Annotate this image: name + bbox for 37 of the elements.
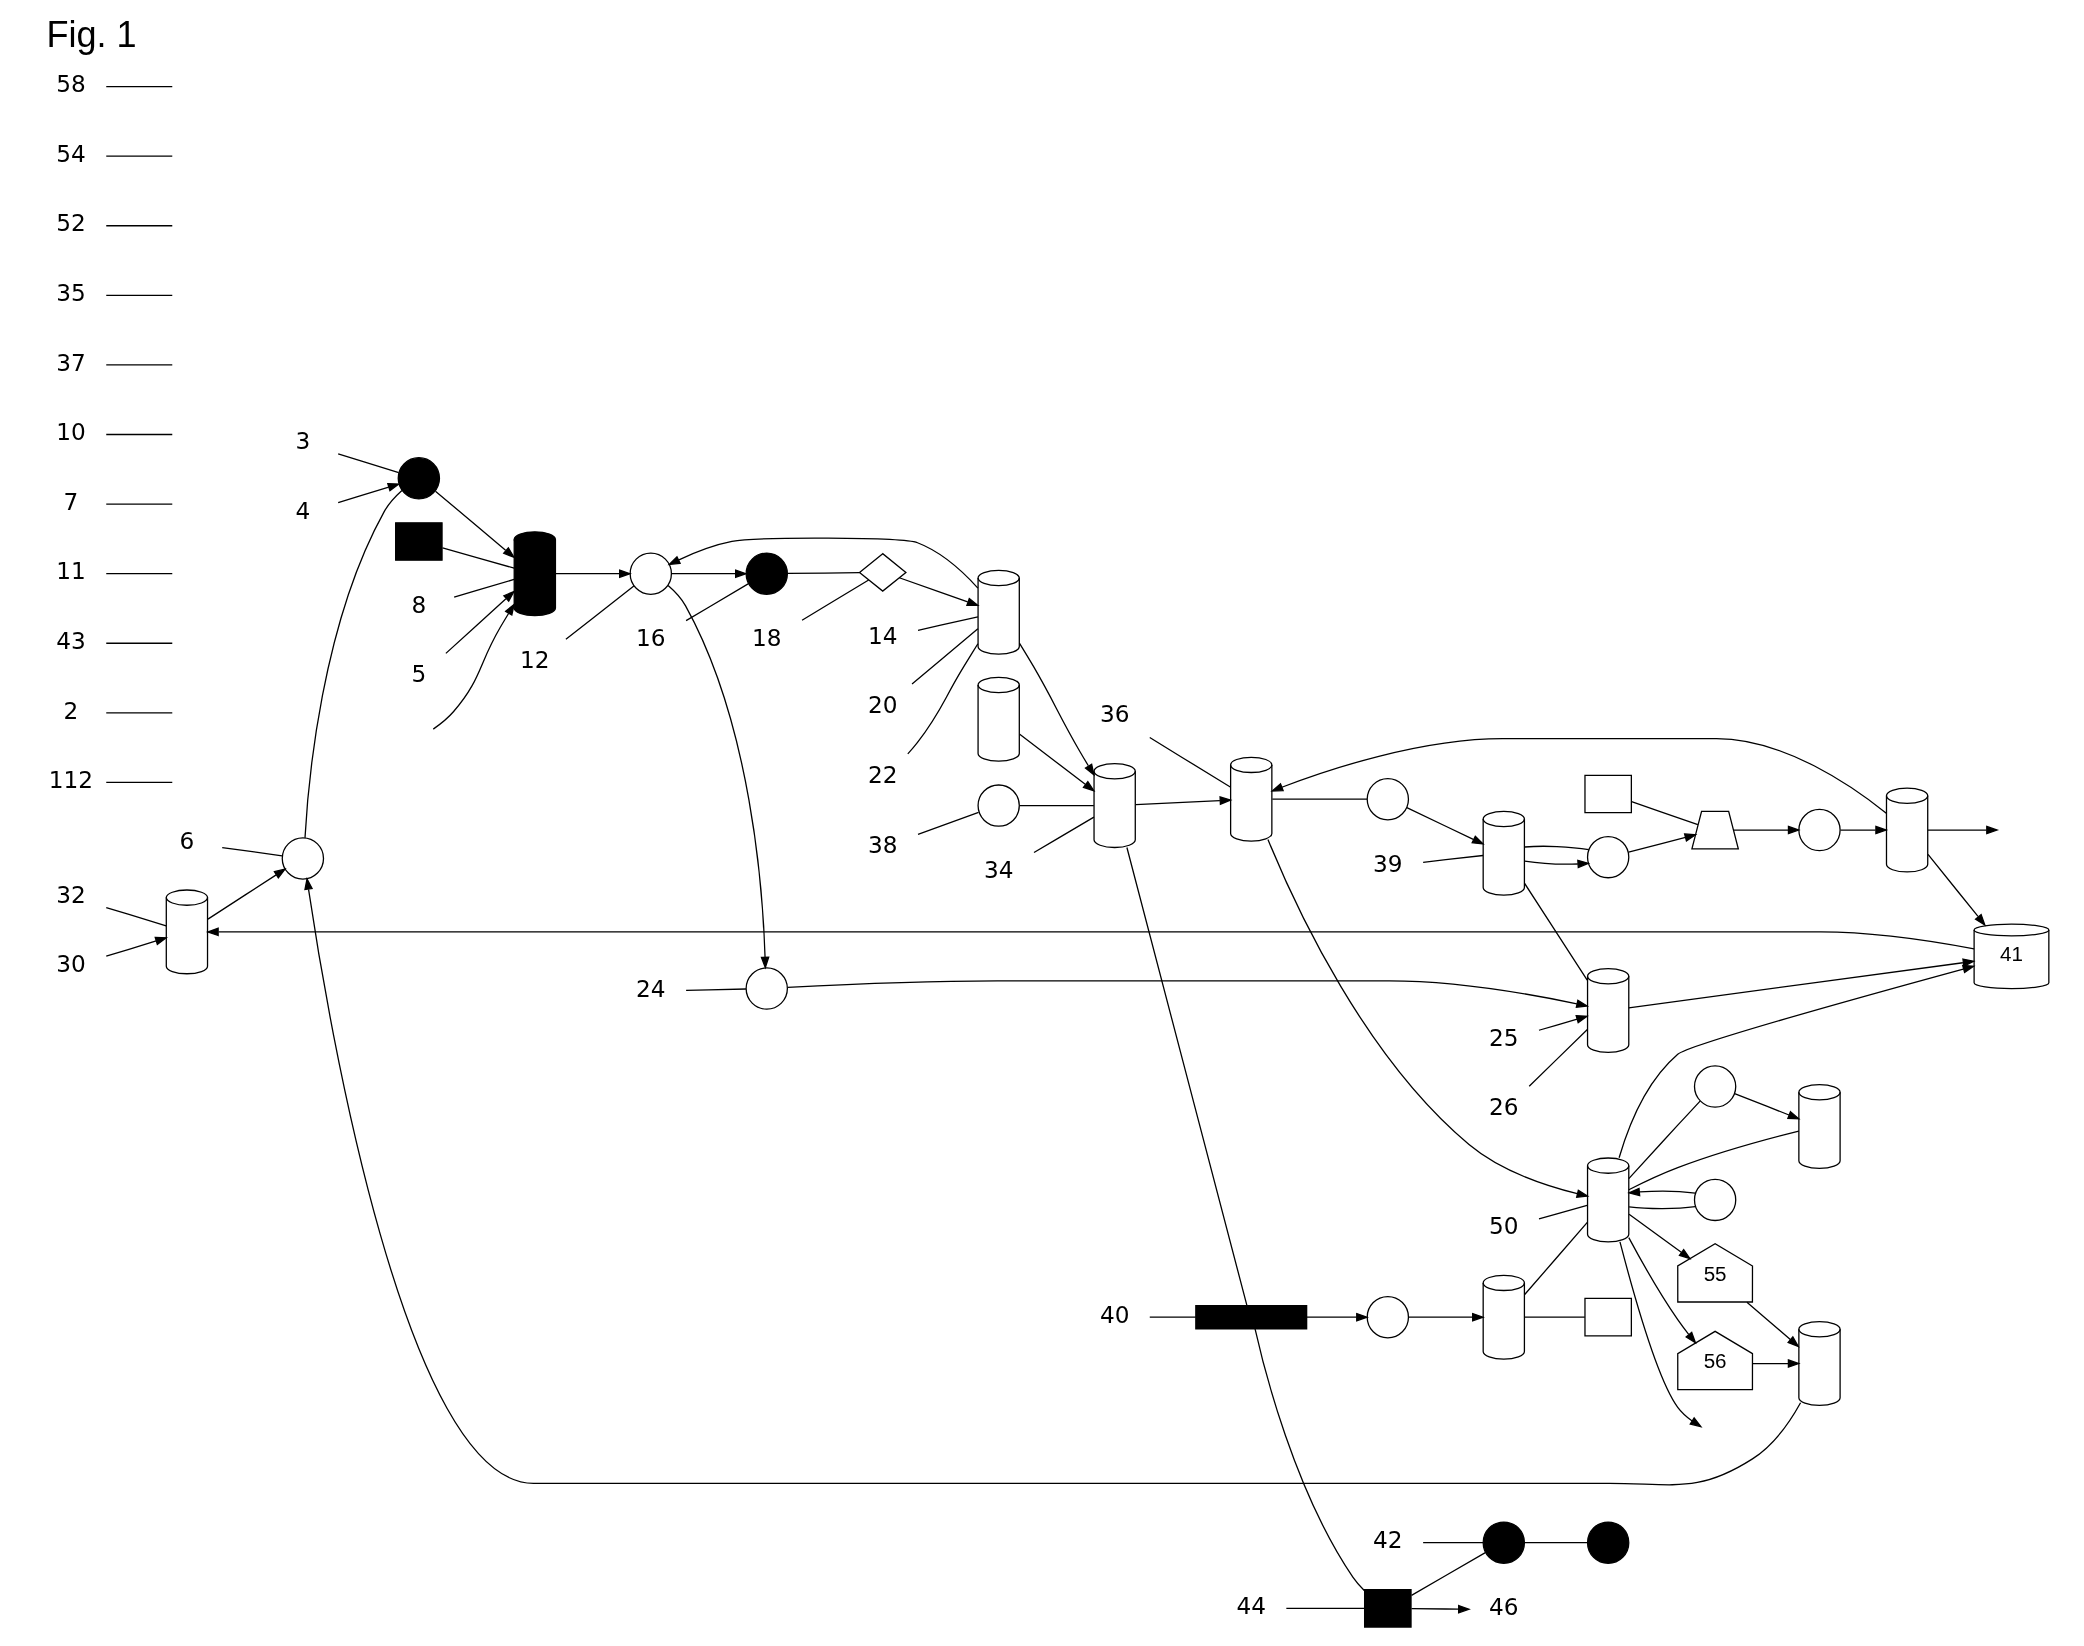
node-text: 44 [1235, 1592, 1266, 1620]
node-text: 58 [55, 70, 86, 98]
node-text: 3 [295, 427, 310, 455]
node-text: 37 [55, 348, 86, 376]
node-text: 40 [1099, 1300, 1129, 1328]
node-text: 18 [751, 624, 782, 652]
node-text: 4 [295, 496, 310, 524]
node-text: 38 [867, 830, 897, 858]
node-text: 5 [410, 660, 426, 688]
node-text: 6 [179, 826, 194, 854]
node-text: 14 [867, 621, 897, 649]
node-text: 34 [983, 856, 1013, 884]
node-text: 10 [55, 418, 86, 446]
node-text: 43 [55, 626, 86, 654]
node-text: 26 [1488, 1093, 1519, 1121]
node-text: 25 [1488, 1023, 1519, 1051]
node-text: 11 [55, 557, 86, 585]
node-text: 46 [1488, 1593, 1519, 1621]
node-text: 39 [1372, 849, 1403, 877]
node-text: 35 [55, 279, 86, 307]
node-text: 30 [55, 950, 86, 978]
node-text: 112 [48, 766, 93, 794]
node-text: 52 [55, 209, 86, 237]
node-text: 24 [635, 974, 666, 1002]
node-text: 50 [1488, 1211, 1519, 1239]
node-text: 2 [63, 696, 78, 724]
node-text: 36 [1099, 700, 1129, 728]
node-text: 42 [1372, 1526, 1403, 1554]
node-text: 22 [867, 760, 897, 788]
node-text: 54 [55, 139, 86, 167]
node-text: 8 [410, 590, 426, 618]
node-text: 32 [55, 880, 86, 908]
diagram-title: Fig. 1 [45, 14, 137, 56]
node-text: 12 [519, 646, 550, 674]
node-text: 20 [867, 691, 897, 719]
node-text: 16 [635, 624, 666, 652]
node-text: 7 [63, 487, 78, 515]
